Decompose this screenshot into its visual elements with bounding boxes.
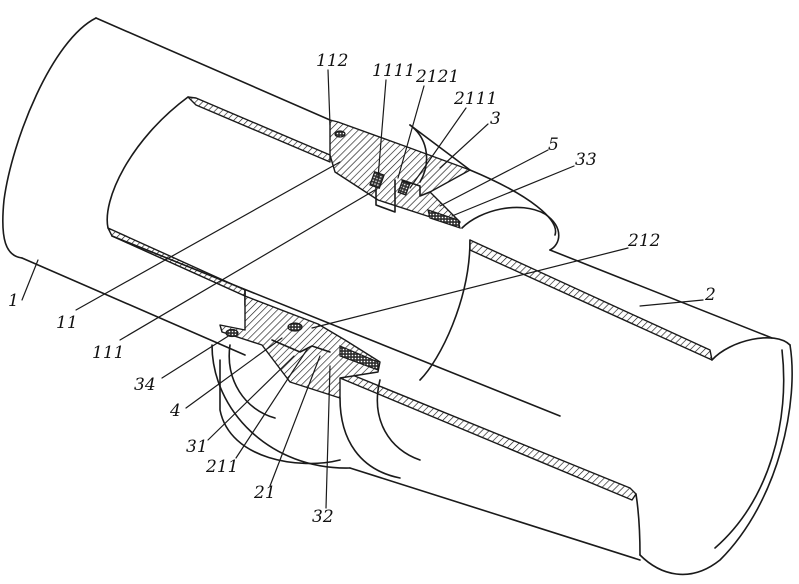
leader-31 xyxy=(208,356,294,440)
label-112: 112 xyxy=(316,51,348,71)
inner-pipe-bottom-inner-arc xyxy=(636,494,640,555)
seal-dot-upper-lower-coupling xyxy=(288,323,302,331)
leader-212 xyxy=(312,248,628,328)
label-2121: 2121 xyxy=(415,67,459,87)
label-111: 111 xyxy=(92,343,124,363)
sleeve-inner-bore xyxy=(420,240,470,380)
lower-sleeve-front xyxy=(340,398,400,478)
label-3: 3 xyxy=(490,109,501,129)
label-2: 2 xyxy=(704,285,716,305)
cut-inner-surface-line xyxy=(112,236,245,296)
inner-pipe-bottom-wall-cut xyxy=(340,370,636,500)
inner-pipe-right-rim-top xyxy=(712,338,790,360)
leader-112 xyxy=(328,70,330,125)
leader-4 xyxy=(186,338,282,408)
label-34: 34 xyxy=(134,375,156,395)
sleeve-right-edge xyxy=(470,170,556,235)
seal-dot-34 xyxy=(226,330,238,337)
label-4: 4 xyxy=(169,401,181,421)
label-211: 211 xyxy=(205,457,238,477)
label-2111: 2111 xyxy=(453,89,497,109)
leader-33 xyxy=(452,166,574,216)
label-31: 31 xyxy=(186,437,208,457)
label-1: 1 xyxy=(8,291,19,311)
label-33: 33 xyxy=(575,150,597,170)
upper-coupling-section xyxy=(330,120,470,228)
leader-1 xyxy=(22,260,38,300)
leader-211 xyxy=(236,348,308,458)
outer-pipe-end-ellipse xyxy=(3,18,96,258)
label-32: 32 xyxy=(312,507,334,527)
label-212: 212 xyxy=(627,231,660,251)
seal-dot-112 xyxy=(335,131,345,137)
inner-pipe-right-inner-rim xyxy=(715,350,784,548)
inner-pipe-2 xyxy=(112,236,792,574)
cut-inner-rim-left xyxy=(107,97,188,228)
label-21: 21 xyxy=(253,483,276,503)
leader-3 xyxy=(440,124,488,168)
label-5: 5 xyxy=(548,135,559,155)
inner-pipe-right-rim xyxy=(640,345,792,574)
outer-pipe-bottom-edge xyxy=(22,258,245,355)
leader-2 xyxy=(640,300,703,306)
cut-wall-top-section xyxy=(188,97,330,162)
label-1111: 1111 xyxy=(372,61,415,81)
label-11: 11 xyxy=(56,313,78,333)
